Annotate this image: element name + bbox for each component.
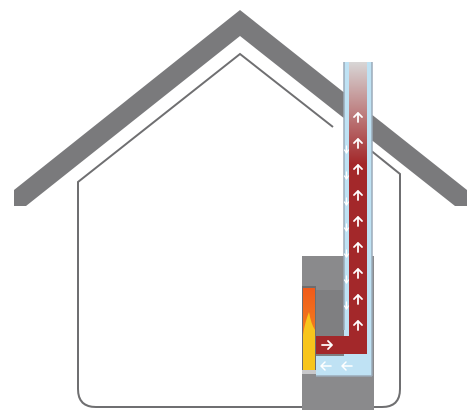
- up-arrow-icon: [353, 320, 363, 331]
- up-arrow-icon: [353, 138, 363, 149]
- up-arrow-icon: [353, 268, 363, 279]
- house-wall-outline-right: [368, 148, 401, 408]
- up-arrow-icon: [353, 190, 363, 201]
- up-arrow-icon: [353, 112, 363, 123]
- down-arrow-icon: [343, 197, 350, 206]
- up-arrow-icon: [353, 294, 363, 305]
- down-arrow-icon: [343, 301, 350, 310]
- down-arrow-icon: [343, 145, 350, 154]
- down-arrow-icon: [343, 223, 350, 232]
- right-arrow-icon: [321, 340, 333, 350]
- down-arrow-icon: [343, 249, 350, 258]
- air-intake-arrows: [343, 145, 350, 310]
- fire-base: [302, 370, 316, 374]
- down-arrow-icon: [343, 275, 350, 284]
- house-wall-outline: [77, 52, 334, 408]
- up-arrow-icon: [353, 164, 363, 175]
- flue-pipe-vertical: [349, 62, 367, 352]
- flue-gas-arrows: [353, 112, 363, 331]
- up-arrow-icon: [353, 216, 363, 227]
- down-arrow-icon: [343, 171, 350, 180]
- up-arrow-icon: [353, 242, 363, 253]
- left-arrow-icon: [320, 361, 353, 371]
- fire-flame: [303, 312, 315, 370]
